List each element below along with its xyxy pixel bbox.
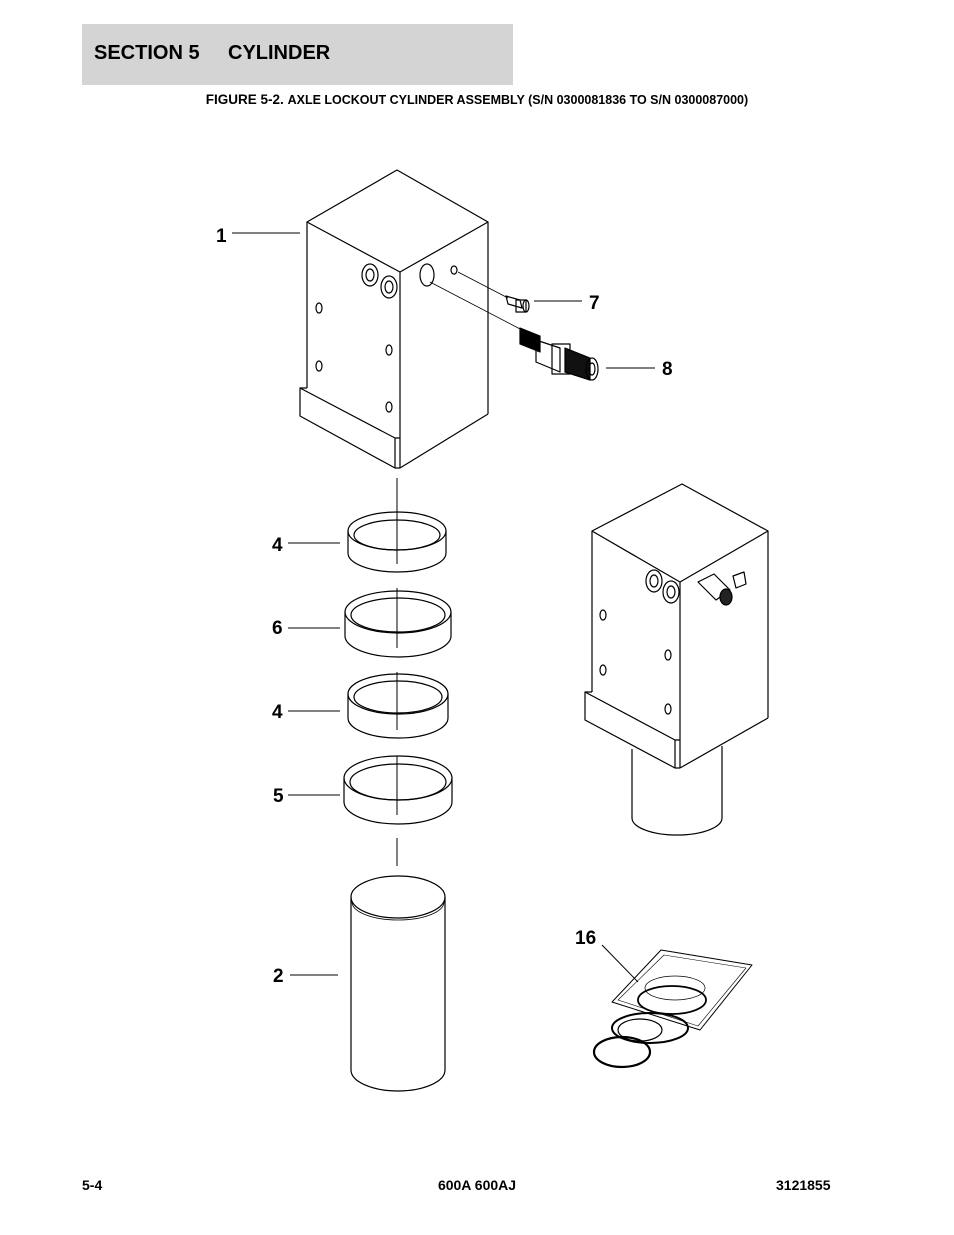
bleeder-fitting xyxy=(505,295,530,313)
wiper-ring-5 xyxy=(343,755,453,825)
figure-caption: AXLE LOCKOUT CYLINDER ASSEMBLY (S/N 0300… xyxy=(287,93,749,107)
figure-title: FIGURE 5-2. AXLE LOCKOUT CYLINDER ASSEMB… xyxy=(0,92,954,107)
cylinder-block xyxy=(299,169,489,469)
callout-8: 8 xyxy=(662,359,673,380)
backup-ring-6 xyxy=(344,590,452,658)
valve-cartridge xyxy=(519,327,599,381)
section-header: SECTION 5 CYLINDER xyxy=(82,24,513,85)
callout-2: 2 xyxy=(273,966,284,987)
callout-5: 5 xyxy=(273,786,284,807)
seal-ring-4-lower xyxy=(347,673,449,739)
piston xyxy=(350,875,446,1092)
assembled-cylinder xyxy=(584,483,769,836)
callout-16: 16 xyxy=(575,928,596,949)
callout-4-top: 4 xyxy=(272,535,283,556)
figure-number: FIGURE 5-2. xyxy=(205,92,284,107)
section-name: CYLINDER xyxy=(228,42,331,64)
footer-page-number: 5-4 xyxy=(82,1177,103,1193)
seal-kit xyxy=(592,949,753,1069)
footer-model: 600A 600AJ xyxy=(437,1177,517,1193)
callout-7: 7 xyxy=(589,293,600,314)
callout-6: 6 xyxy=(272,618,283,639)
seal-ring-4-top xyxy=(347,511,447,573)
callout-1: 1 xyxy=(216,226,227,247)
callout-4-lower: 4 xyxy=(272,702,283,723)
section-number: SECTION 5 xyxy=(94,42,200,64)
footer-doc-number: 3121855 xyxy=(776,1177,831,1193)
